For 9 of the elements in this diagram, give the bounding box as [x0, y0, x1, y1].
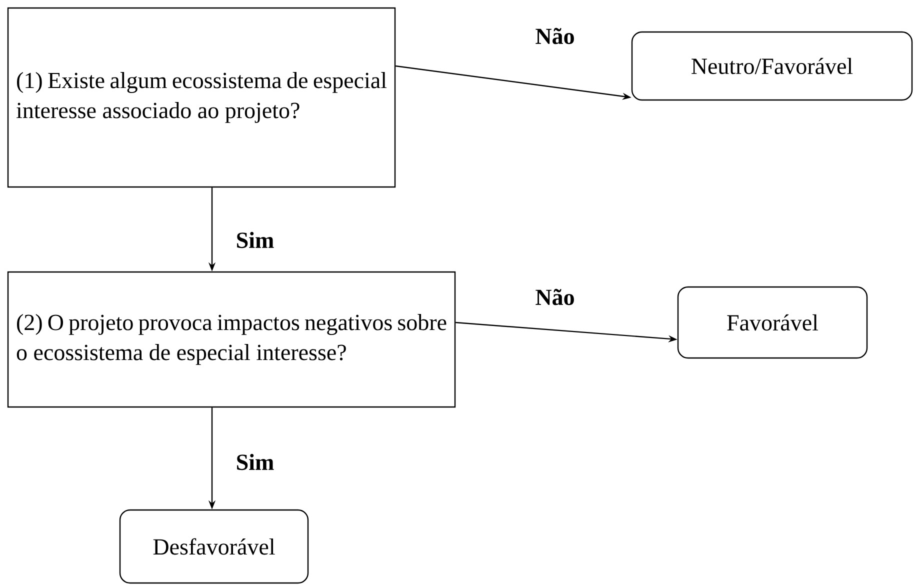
outcome-box: Favorável: [677, 286, 868, 359]
edge-label: Não: [533, 286, 577, 308]
outcome-box: Neutro/Favorável: [631, 31, 913, 101]
edge-label: Não: [533, 26, 577, 46]
edge-label: Sim: [234, 230, 276, 250]
outcome-box: Desfavorável: [119, 509, 309, 584]
decision-box: (1) Existe algum ecossistema de especial interesse associado ao projeto?: [7, 7, 396, 188]
edge-label: Sim: [234, 452, 276, 472]
decision-box: (2) O projeto provoca impactos negativos sobre o ecossistema de especial interesse?: [7, 271, 456, 408]
